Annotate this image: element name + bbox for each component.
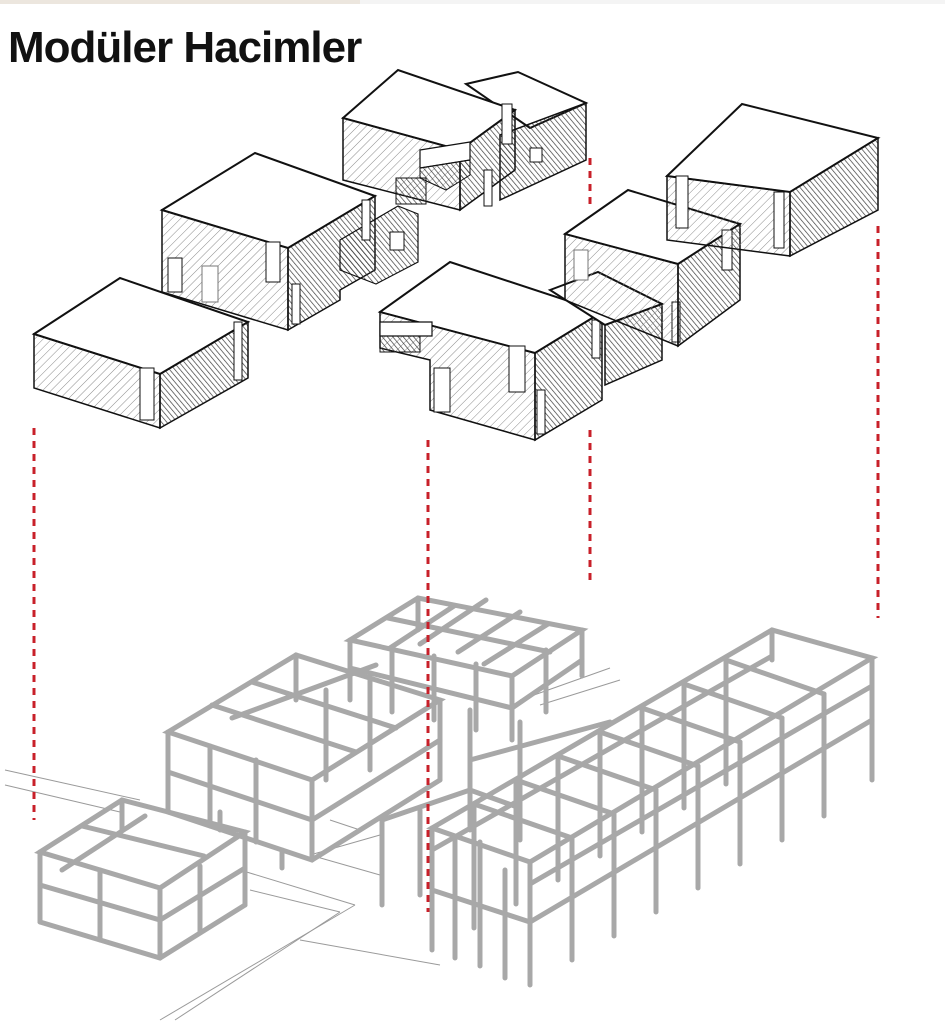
structural-frame-2 (162, 652, 446, 871)
module-volume-2 (159, 151, 419, 332)
module-volume-4 (377, 260, 605, 442)
module-volume-1 (31, 276, 251, 430)
module-volume-6 (664, 102, 881, 258)
structural-frame-1 (34, 797, 252, 961)
structural-frame-3 (343, 595, 589, 743)
header-strip (0, 0, 945, 4)
module-volume-5 (547, 188, 743, 387)
projection-guides (32, 158, 880, 912)
structural-frame-4 (379, 627, 879, 988)
page-title: Modüler Hacimler (8, 23, 362, 72)
module-volume-3 (340, 68, 589, 212)
